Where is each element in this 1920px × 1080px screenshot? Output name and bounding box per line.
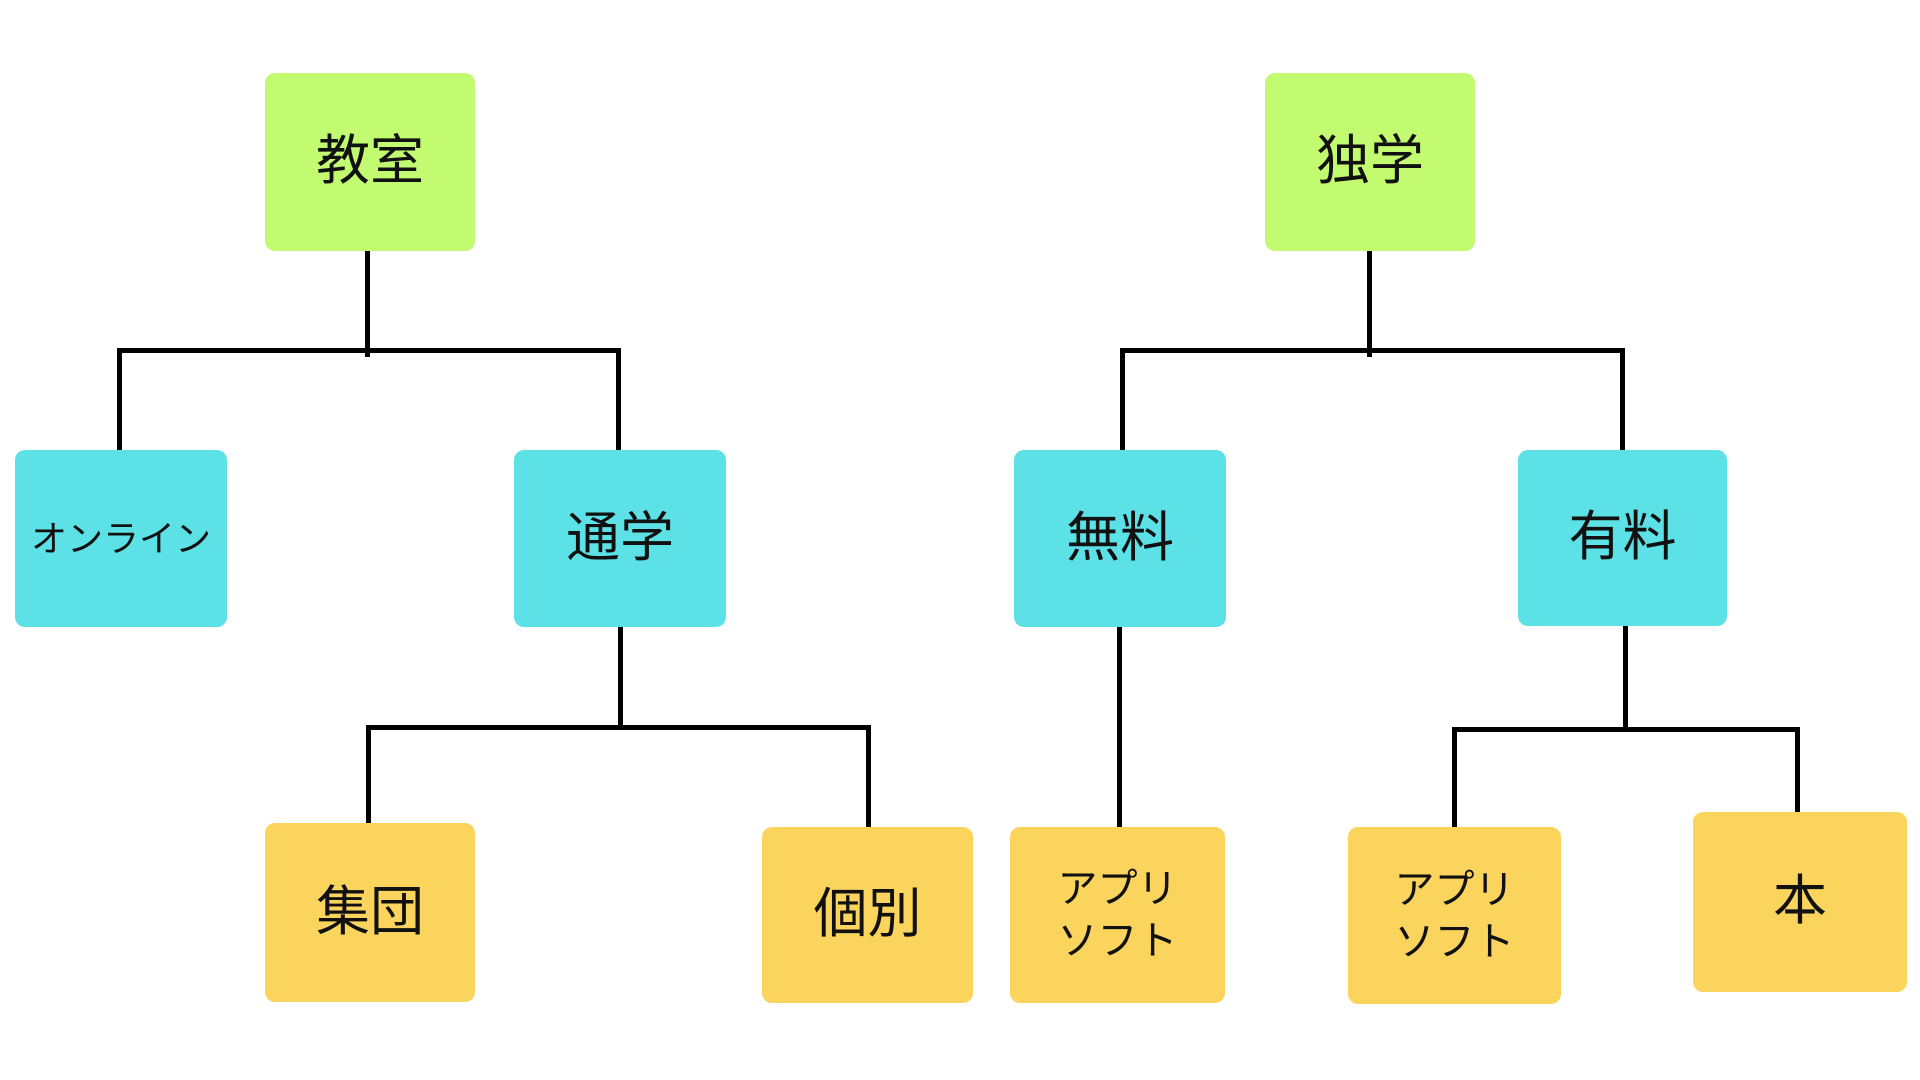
edge-commute-drop <box>616 348 621 450</box>
node-book-label: 本 <box>1773 871 1827 932</box>
edge-individual-drop <box>866 725 871 829</box>
edge-free-to-app <box>1117 627 1122 829</box>
node-self-study: 独学 <box>1265 73 1475 251</box>
edge-commute-stem <box>618 627 623 730</box>
node-classroom: 教室 <box>265 73 475 251</box>
node-app-software-free-label-line2: ソフト <box>1057 919 1178 963</box>
node-self-study-label: 独学 <box>1316 131 1424 192</box>
edge-free-drop <box>1120 348 1125 450</box>
node-commute: 通学 <box>514 450 726 627</box>
node-app-software-paid: アプリ ソフト <box>1348 827 1561 1004</box>
edge-self-study-stem <box>1367 251 1372 357</box>
edge-paid-drop <box>1620 348 1625 450</box>
edge-self-study-rail <box>1120 348 1625 353</box>
node-paid-label: 有料 <box>1568 507 1677 568</box>
node-app-software-paid-label-line2: ソフト <box>1394 919 1515 964</box>
node-app-software-paid-label-line1: アプリ <box>1394 867 1515 912</box>
node-free: 無料 <box>1014 450 1226 627</box>
node-online: オンライン <box>15 450 227 627</box>
edge-group-drop <box>366 725 371 825</box>
edge-commute-rail <box>366 725 871 730</box>
edge-online-drop <box>117 348 122 450</box>
edge-classroom-rail <box>117 348 621 353</box>
edge-book-drop <box>1795 727 1800 814</box>
node-app-software-free-label-line1: アプリ <box>1057 867 1178 911</box>
node-book: 本 <box>1693 812 1907 992</box>
edge-app-paid-drop <box>1452 727 1457 829</box>
node-commute-label: 通学 <box>566 507 674 568</box>
node-online-label: オンライン <box>30 517 211 559</box>
edge-classroom-stem <box>365 251 370 357</box>
node-classroom-label: 教室 <box>316 131 424 192</box>
edge-paid-stem <box>1623 625 1628 732</box>
node-app-software-free: アプリ ソフト <box>1010 827 1225 1003</box>
node-group: 集団 <box>265 823 475 1002</box>
node-group-label: 集団 <box>316 881 424 942</box>
node-free-label: 無料 <box>1066 507 1174 568</box>
edge-paid-rail <box>1452 727 1800 732</box>
node-individual-label: 個別 <box>813 884 922 945</box>
node-paid: 有料 <box>1518 450 1727 626</box>
node-individual: 個別 <box>762 827 973 1003</box>
